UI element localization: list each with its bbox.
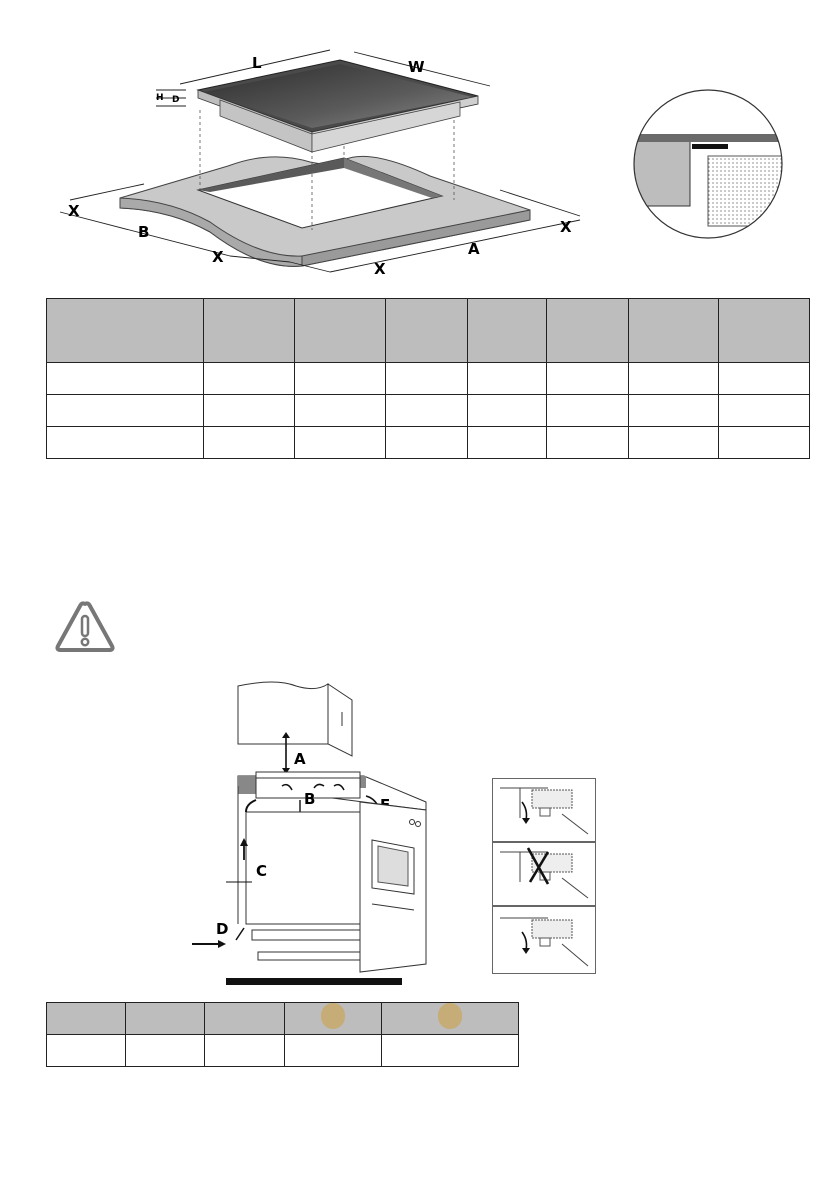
header-cell	[125, 1002, 205, 1035]
table-row	[46, 362, 810, 395]
table-cell	[385, 394, 468, 427]
header-cell	[628, 298, 719, 363]
header-cell	[467, 298, 547, 363]
header-cell	[385, 298, 468, 363]
table-cell	[46, 426, 204, 459]
table-cell	[203, 426, 295, 459]
table-cell	[385, 426, 468, 459]
header-cell-marked	[381, 1002, 519, 1035]
header-cell-marked	[284, 1002, 382, 1035]
color-marker-icon	[438, 1003, 462, 1029]
table-cell	[46, 362, 204, 395]
hob-width-label: W	[408, 58, 425, 76]
table-cell	[385, 362, 468, 395]
table-cell	[467, 362, 547, 395]
table-cell	[546, 394, 629, 427]
hob-height-label: H	[156, 93, 164, 103]
dimensions-table	[46, 298, 810, 459]
table-cell	[718, 394, 810, 427]
margin-x-label-left: X	[68, 202, 80, 220]
table-cell	[125, 1034, 205, 1067]
ventilation-detail-correct-2	[492, 906, 596, 974]
margin-x-label-bottom: X	[374, 260, 386, 278]
ventilation-detail-correct-1	[492, 778, 596, 842]
margin-x-label-front: X	[212, 248, 224, 266]
hob-depth-label: D	[172, 95, 179, 105]
table-cell	[294, 362, 386, 395]
table-cell	[46, 394, 204, 427]
header-cell	[204, 1002, 285, 1035]
hob-cutout-diagram: L W H D X B X X A X	[59, 49, 581, 278]
clearances-table-header	[46, 1002, 519, 1035]
table-cell	[628, 362, 719, 395]
header-cell	[46, 1002, 126, 1035]
table-cell	[294, 426, 386, 459]
table-cell	[628, 394, 719, 427]
header-cell	[203, 298, 295, 363]
table-row	[46, 426, 810, 459]
hob-length-label: L	[252, 54, 262, 72]
table-cell	[546, 426, 629, 459]
ventilation-detail-incorrect	[492, 842, 596, 906]
clearance-c-label: C	[256, 862, 267, 880]
table-cell	[203, 362, 295, 395]
table-row	[46, 394, 810, 427]
table-cell	[204, 1034, 285, 1067]
table-cell	[467, 426, 547, 459]
table-row	[46, 1034, 519, 1067]
header-cell	[46, 298, 204, 363]
clearance-b-label: B	[304, 790, 315, 808]
margin-x-label-right: X	[560, 218, 572, 236]
dimensions-table-header	[46, 298, 810, 363]
table-cell	[467, 394, 547, 427]
clearances-table	[46, 1002, 519, 1067]
table-cell	[628, 426, 719, 459]
color-marker-icon	[321, 1003, 345, 1029]
cabinet-clearance-diagram: A B E C D	[192, 681, 427, 985]
table-cell	[203, 394, 295, 427]
header-cell	[294, 298, 386, 363]
table-cell	[546, 362, 629, 395]
table-cell	[294, 394, 386, 427]
table-cell	[718, 362, 810, 395]
table-cell	[284, 1034, 382, 1067]
header-cell	[546, 298, 629, 363]
cutout-a-label: A	[468, 240, 480, 258]
table-cell	[46, 1034, 126, 1067]
header-cell	[718, 298, 810, 363]
cutout-b-label: B	[138, 223, 149, 241]
edge-detail-circle	[633, 89, 783, 239]
warning-triangle-icon	[55, 601, 115, 652]
clearance-d-label: D	[216, 920, 228, 938]
table-cell	[381, 1034, 519, 1067]
table-cell	[718, 426, 810, 459]
clearance-a-label: A	[294, 750, 306, 768]
